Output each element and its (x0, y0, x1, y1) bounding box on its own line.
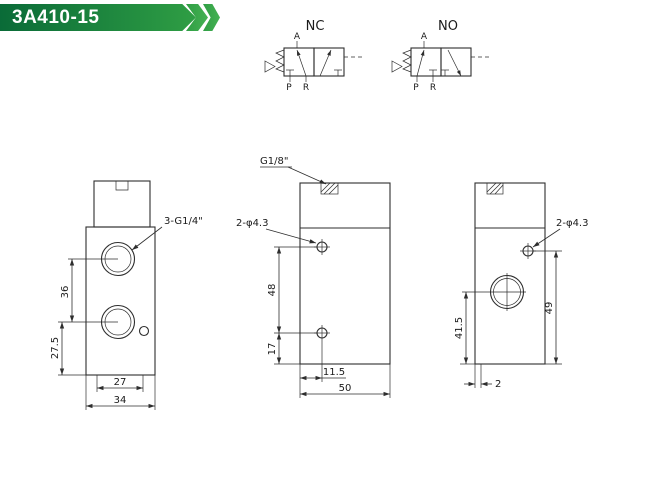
no-box-left (410, 47, 442, 77)
nc-port-a-label: A (294, 32, 301, 42)
front-top-notch (115, 181, 129, 191)
dim-port-to-bottom: 41.5 (454, 317, 465, 339)
top-port-callout-label: G1/8" (260, 156, 288, 167)
nc-port-stubs (289, 41, 307, 82)
top-port-hatch (320, 182, 339, 195)
dim-lower: 27.5 (50, 337, 61, 359)
end-hole-callout: 2-φ4.3 (532, 218, 588, 248)
end-port-circle (462, 273, 526, 311)
no-valve-symbol: NO A P R (391, 19, 489, 93)
dim-hole-spacing: 48 (267, 284, 278, 297)
dim-offset: 2 (495, 379, 501, 390)
dim-hole-to-bottom: 17 (267, 343, 278, 356)
dim-inner-width: 27 (114, 377, 127, 388)
end-dimensions: 49 41.5 2 (454, 250, 562, 390)
pilot-triangle-icon (391, 60, 403, 73)
nc-port-r-label: R (303, 83, 309, 93)
top-port-callout: G1/8" (260, 156, 327, 185)
pilot-triangle-icon (264, 60, 276, 73)
side-hole-callout-label: 2-φ4.3 (236, 218, 268, 229)
nc-flow-paths (286, 49, 342, 77)
no-flow-paths (416, 49, 462, 77)
front-view: 3-G1/4" 36 27.5 27 34 (50, 180, 203, 410)
spring-icon (275, 49, 285, 73)
mounting-hole (138, 325, 150, 337)
dim-outer-width: 34 (114, 395, 127, 406)
thread-callout: 3-G1/4" (131, 216, 203, 251)
nc-valve-symbol: NC A P R (264, 19, 362, 93)
end-port-hatch (486, 182, 504, 195)
no-port-r-label: R (430, 83, 436, 93)
thread-callout-label: 3-G1/4" (164, 216, 203, 227)
no-port-a-label: A (421, 32, 428, 42)
side-body-outline (299, 182, 391, 365)
header-banner: 3A410-15 (0, 4, 220, 31)
chevron-icon (186, 4, 208, 31)
side-view: G1/8" 2-φ4.3 48 17 (236, 156, 391, 398)
dim-hole-to-bottom: 49 (544, 302, 555, 315)
chevron-icon-small (203, 4, 220, 31)
no-box-right (440, 47, 472, 77)
nc-box-left (283, 47, 315, 77)
front-dimensions: 36 27.5 27 34 (50, 258, 156, 410)
front-body-outline (85, 226, 156, 376)
no-label: NO (438, 19, 458, 34)
side-hole-callout: 2-φ4.3 (236, 218, 317, 244)
end-hole-callout-label: 2-φ4.3 (556, 218, 588, 229)
nc-label: NC (306, 19, 325, 34)
dim-port-spacing: 36 (60, 286, 71, 299)
dim-width: 50 (339, 383, 352, 394)
nc-port-p-label: P (286, 83, 292, 93)
model-title: 3A410-15 (0, 4, 196, 31)
side-dimensions: 48 17 11.5 50 (267, 246, 391, 398)
side-holes (314, 239, 330, 341)
spring-icon (402, 49, 412, 73)
end-body-outline (474, 182, 546, 365)
dim-hole-offset: 11.5 (323, 367, 345, 378)
no-port-stubs (416, 41, 434, 82)
no-port-p-label: P (413, 83, 419, 93)
front-actuator-outline (93, 180, 151, 228)
nc-box-right (313, 47, 345, 77)
end-view: 2-φ4.3 49 41.5 2 (454, 182, 588, 390)
